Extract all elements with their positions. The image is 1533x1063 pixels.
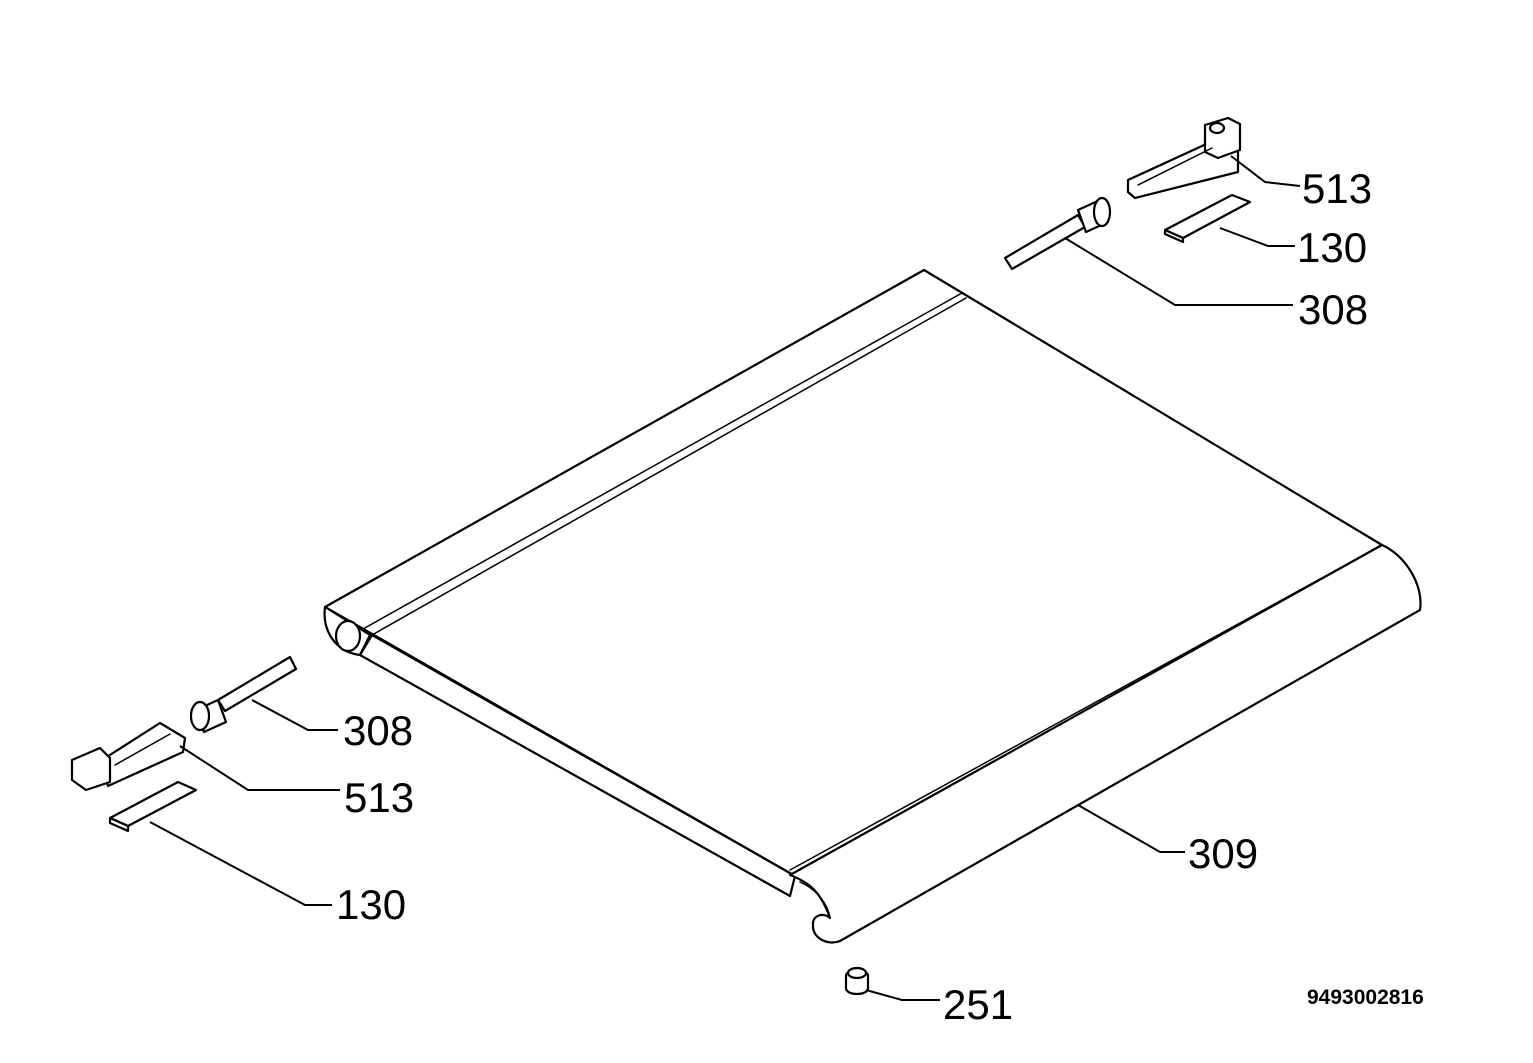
bracket-left-groove (114, 733, 171, 766)
callout-bolt-right: 308 (1298, 286, 1368, 333)
lid-rear-strip-inner-line (371, 297, 967, 636)
callout-lid: 309 (1188, 830, 1258, 877)
lid-rear-strip-line (362, 292, 963, 630)
plate-left-edge (108, 816, 130, 833)
bracket-right-slot (1208, 121, 1226, 135)
bracket-right-part (1126, 116, 1242, 200)
callout-bracket-left: 513 (344, 774, 414, 821)
leader-lid (1077, 804, 1185, 853)
lid-left-hinge-hole (334, 619, 362, 653)
callout-labels: 513 130 308 308 513 130 309 251 (336, 165, 1372, 1028)
leader-lines (149, 155, 1301, 1001)
lid-top-surface (323, 268, 1384, 878)
leader-foot (865, 989, 940, 1001)
leader-bracket-right (1230, 155, 1301, 187)
bolt-left-part (189, 655, 298, 734)
leader-plate-left (149, 821, 332, 906)
bracket-left-part (70, 721, 187, 792)
plate-right-part (1163, 193, 1252, 244)
plate-left-body (108, 780, 198, 828)
bolt-right-part (1003, 196, 1112, 271)
callout-bolt-left: 308 (343, 707, 413, 754)
lid-nose-inner-curve (799, 881, 831, 919)
bracket-right-groove (1137, 147, 1213, 186)
foot-part (844, 966, 870, 996)
document-number: 9493002816 (1307, 986, 1424, 1009)
bracket-left-block (70, 746, 112, 792)
leader-bolt-right (1064, 237, 1293, 306)
bolt-left-shaft (216, 655, 298, 713)
plate-right-edge (1163, 228, 1185, 244)
leader-bolt-left (251, 699, 338, 731)
callout-plate-left: 130 (336, 881, 406, 928)
leader-plate-right (1219, 227, 1295, 247)
bracket-left-body (100, 721, 187, 788)
callout-bracket-right: 513 (1302, 165, 1372, 212)
lid-part (323, 268, 1422, 944)
leader-bracket-left (179, 745, 340, 791)
callout-plate-right: 130 (1297, 224, 1367, 271)
callout-foot: 251 (943, 981, 1013, 1028)
plate-left-part (108, 780, 198, 833)
bolt-left-cap (189, 700, 211, 732)
foot-top (846, 966, 868, 980)
bolt-right-cap (1092, 196, 1112, 228)
plate-right-body (1163, 193, 1252, 240)
